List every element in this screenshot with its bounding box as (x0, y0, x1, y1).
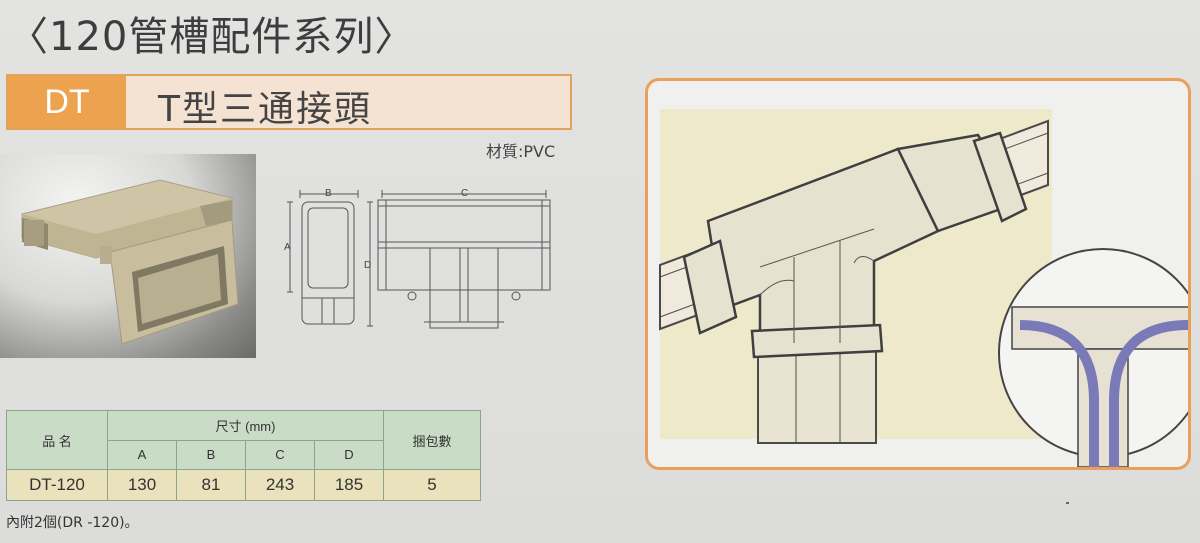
col-d: D (314, 439, 384, 470)
col-c: C (245, 439, 315, 470)
installation-illustration (645, 78, 1191, 470)
product-name: T型三通接頭 (158, 89, 372, 130)
dim-label-c: C (461, 188, 468, 199)
dim-label-a: A (284, 242, 291, 253)
cell-a: 130 (107, 469, 177, 501)
col-dimensions: 尺寸 (mm) (107, 410, 384, 441)
col-a: A (107, 439, 177, 470)
dim-label-d: D (364, 260, 371, 271)
table-row: DT-120 130 81 243 185 5 (6, 469, 481, 501)
cell-pack-qty: 5 (383, 469, 481, 501)
stray-mark (1066, 502, 1069, 504)
cell-product-name: DT-120 (6, 469, 108, 501)
dim-label-b: B (325, 188, 332, 199)
col-pack-qty: 捆包數 (383, 410, 481, 470)
product-title-bar: DT T型三通接頭 (6, 74, 572, 130)
footnote: 內附2個(DR -120)。 (6, 515, 139, 531)
cell-c: 243 (245, 469, 315, 501)
product-code: DT (8, 76, 126, 128)
col-b: B (176, 439, 246, 470)
dimension-drawing: B A C D (284, 188, 551, 329)
cell-d: 185 (314, 469, 384, 501)
product-photo (0, 154, 256, 358)
spec-table: 品 名 尺寸 (mm) 捆包數 A B C D DT-120 130 81 24… (6, 410, 481, 501)
material-label: 材質:PVC (486, 142, 556, 161)
series-title: 〈120管槽配件系列〉 (8, 14, 416, 60)
cell-b: 81 (176, 469, 246, 501)
col-product-name: 品 名 (6, 410, 108, 470)
